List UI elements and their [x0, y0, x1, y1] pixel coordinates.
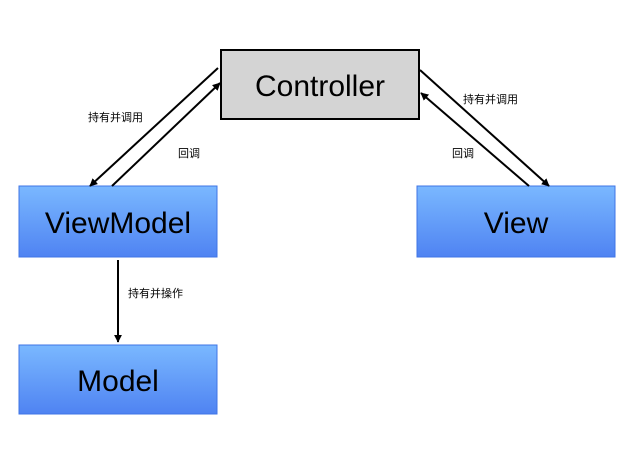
viewmodel-label: ViewModel — [45, 207, 191, 240]
viewmodel-box — [18, 185, 218, 258]
controller-node: Controller — [220, 49, 420, 120]
edge-label-controller-to-view: 持有并调用 — [463, 92, 518, 106]
model-box — [18, 344, 218, 415]
view-label: View — [484, 207, 549, 240]
model-node: Model — [18, 344, 218, 415]
viewmodel-node: ViewModel — [18, 185, 218, 258]
edge-label-view-to-controller: 回调 — [452, 147, 474, 160]
model-label: Model — [77, 365, 159, 398]
edge-label-controller-to-viewmodel: 持有并调用 — [88, 110, 143, 124]
arrow-controller-to-viewmodel — [89, 67, 219, 187]
controller-box — [220, 49, 420, 120]
edge-label-viewmodel-to-controller: 回调 — [178, 147, 200, 160]
view-node: View — [416, 185, 616, 258]
edge-label-viewmodel-to-model: 持有并操作 — [128, 286, 183, 300]
arrow-controller-to-view — [419, 69, 550, 187]
view-box — [416, 185, 616, 258]
controller-label: Controller — [255, 70, 385, 103]
arrow-viewmodel-to-controller — [111, 82, 221, 187]
arrow-view-to-controller — [420, 92, 530, 187]
